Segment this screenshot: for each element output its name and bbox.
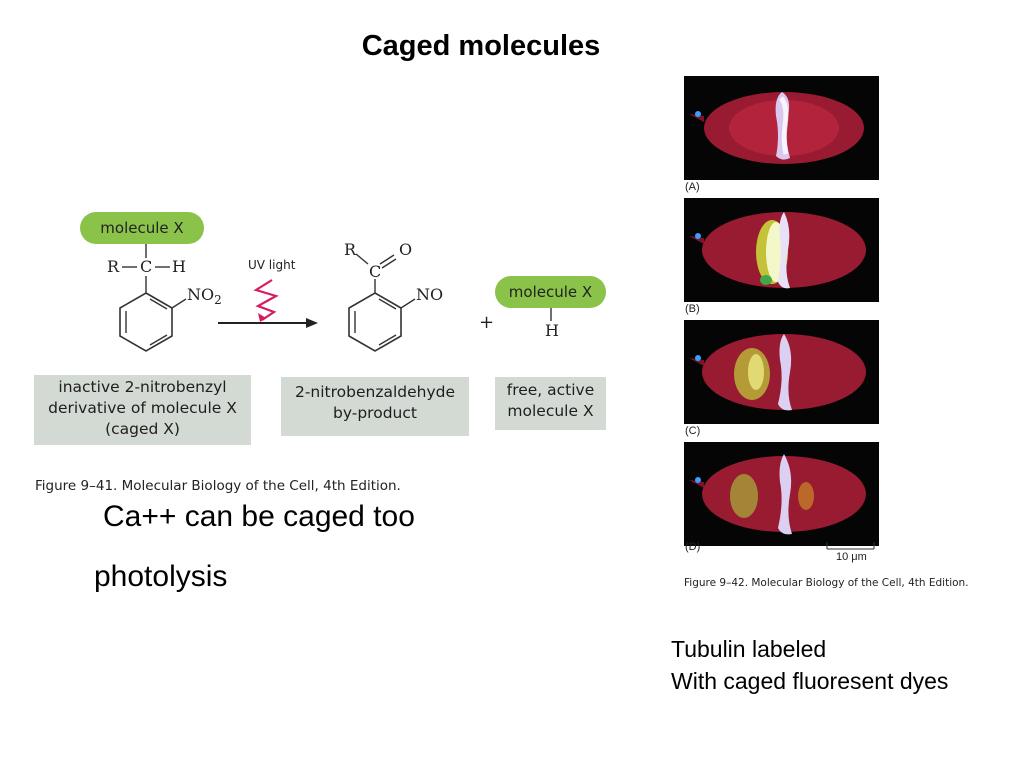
hydrogen-label: H	[172, 257, 186, 276]
aldehyde-oxygen-label: O	[399, 240, 413, 259]
free-hydrogen-label: H	[545, 321, 559, 340]
panel-d-label: (D)	[685, 541, 701, 553]
caged-calcium-text: Ca++ can be caged too	[103, 500, 415, 533]
micrograph-panel-b	[684, 198, 879, 302]
scale-bar	[826, 542, 875, 550]
scale-bar-label: 10 μm	[836, 551, 867, 563]
panel-a-label: (A)	[685, 181, 700, 193]
aldehyde-carbon-label: C	[369, 262, 382, 281]
photolysis-text: photolysis	[94, 560, 228, 593]
micrograph-panel-d	[684, 442, 879, 546]
uv-lightning-icon	[253, 279, 279, 321]
byproduct-description: 2-nitrobenzaldehyde by-product	[281, 377, 469, 436]
micrograph-panel-a	[684, 76, 879, 180]
free-molecule-description: free, active molecule X	[495, 377, 606, 430]
figure-9-42-caption: Figure 9–42. Molecular Biology of the Ce…	[684, 577, 969, 589]
slide-title: Caged molecules	[361, 30, 601, 62]
molecule-x-label-caged: molecule X	[80, 212, 204, 244]
plus-sign: +	[479, 312, 495, 333]
carbon-label: C	[140, 257, 153, 276]
caged-x-description: inactive 2-nitrobenzyl derivative of mol…	[34, 375, 251, 445]
nitro-group-label: NO2	[187, 285, 222, 308]
micrograph-panel-c	[684, 320, 879, 424]
r-group-label: R	[107, 257, 120, 276]
figure-9-41-caption: Figure 9–41. Molecular Biology of the Ce…	[35, 478, 401, 494]
tubulin-note: Tubulin labeled With caged fluoresent dy…	[671, 636, 949, 694]
uv-light-label: UV light	[248, 258, 296, 272]
panel-c-label: (C)	[685, 425, 701, 437]
aldehyde-r-label: R	[344, 240, 357, 259]
nitroso-group-label: NO	[416, 285, 444, 304]
molecule-x-label-free: molecule X	[495, 276, 606, 308]
panel-b-label: (B)	[685, 303, 700, 315]
